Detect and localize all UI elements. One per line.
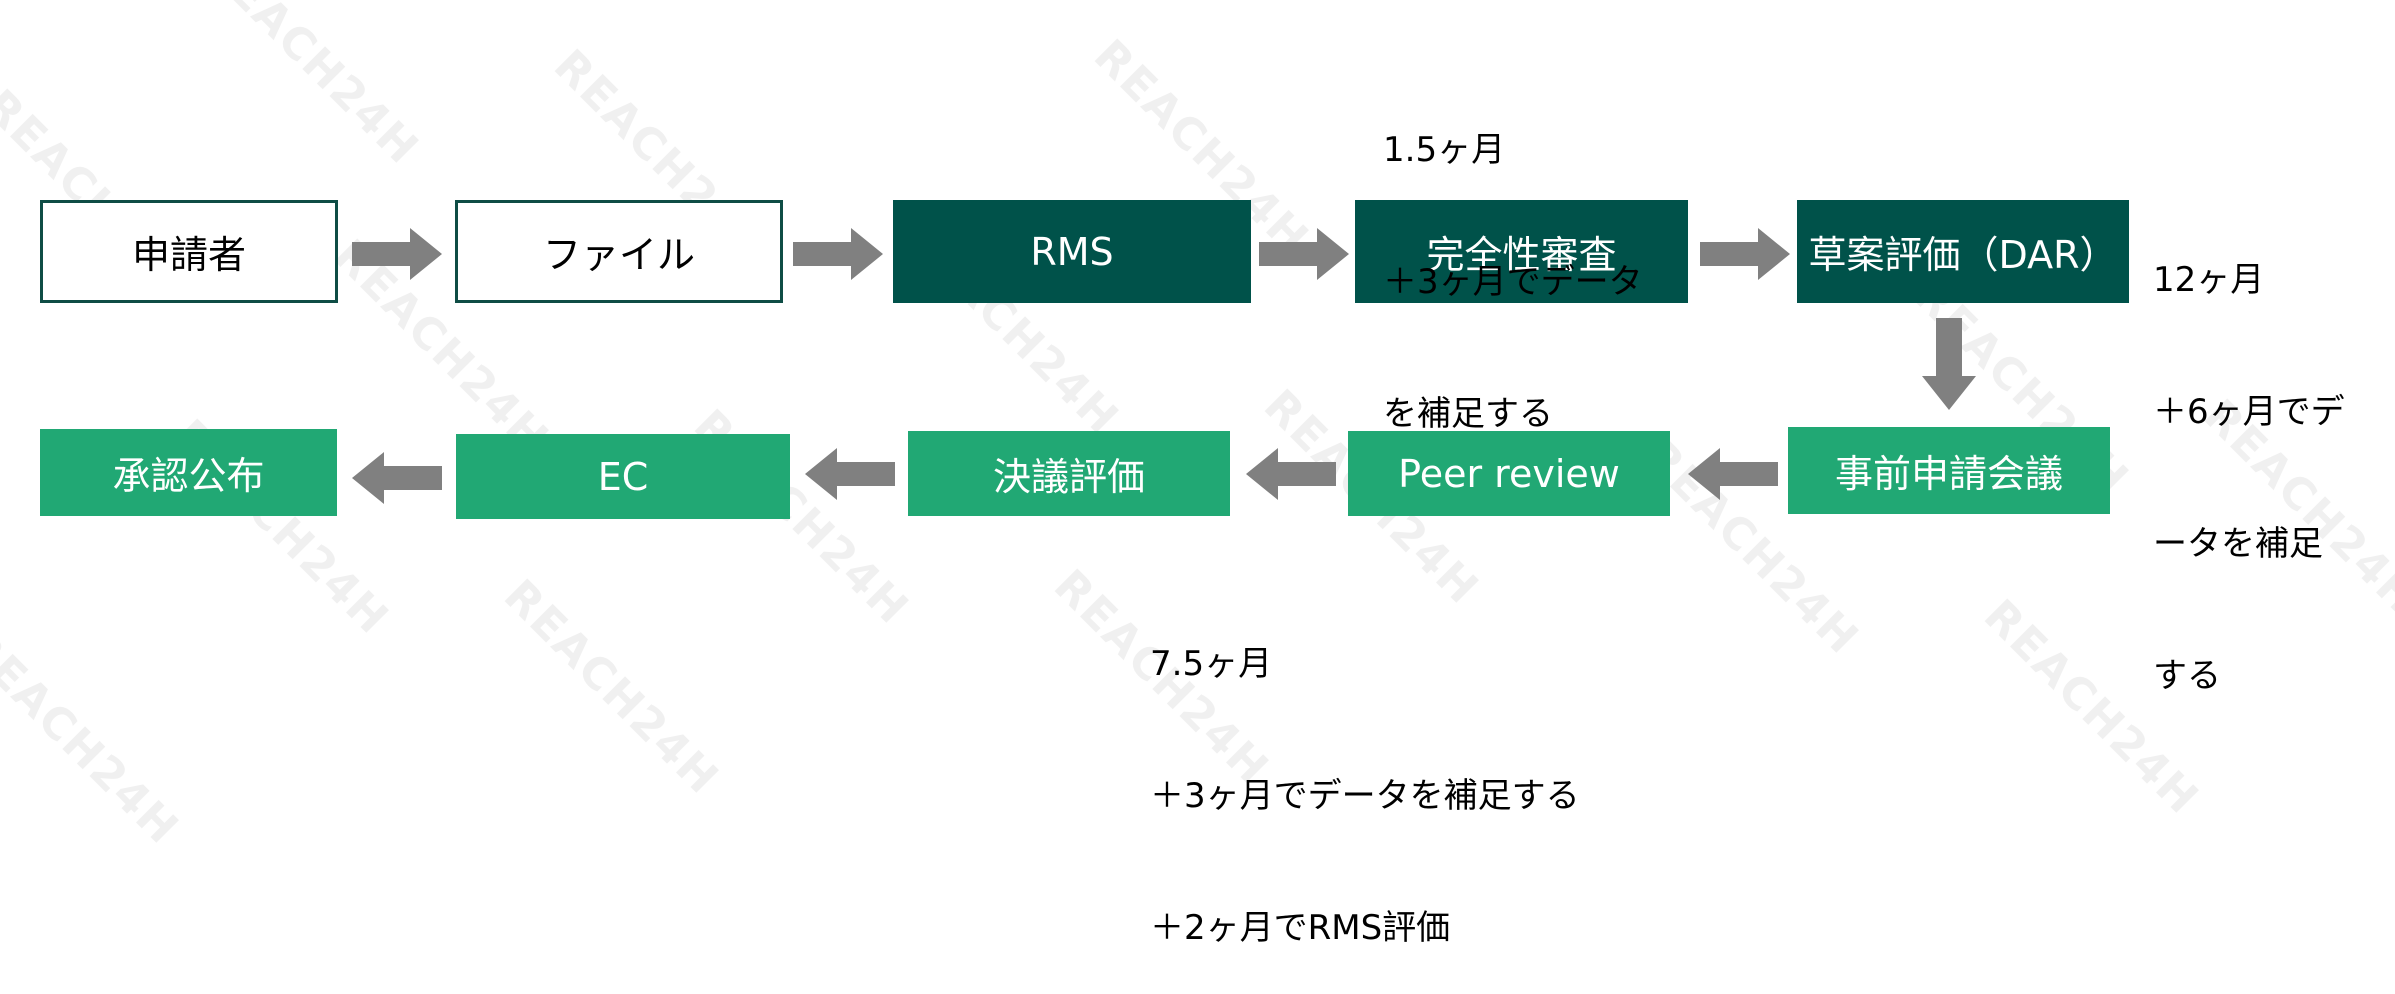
note-line: ＋2ヶ月でRMS評価 <box>1150 908 1451 948</box>
step-file: ファイル <box>455 200 783 303</box>
arrow-left-icon <box>1246 448 1336 500</box>
note-line: 7.5ヶ月 <box>1150 644 1273 684</box>
step-approval-publication: 承認公布 <box>40 429 337 516</box>
note-line: 1.5ヶ月 <box>1383 130 1506 170</box>
arrow-right-icon <box>352 228 442 280</box>
step-peer-review: Peer review <box>1348 431 1670 516</box>
arrow-right-icon <box>793 228 883 280</box>
note-completeness-duration: 1.5ヶ月 ＋3ヶ月でデータ を補足する <box>1383 40 1643 480</box>
step-pre-submission-meeting: 事前申請会議 <box>1788 427 2110 514</box>
note-line: 12ヶ月 <box>2153 260 2265 300</box>
arrow-right-icon <box>1700 228 1790 280</box>
note-dar-duration: 12ヶ月 ＋6ヶ月でデ ータを補足 する <box>2153 170 2345 742</box>
watermark: REACH24H <box>0 620 189 855</box>
arrow-left-icon <box>1688 448 1778 500</box>
watermark: REACH24H <box>493 570 729 805</box>
watermark: REACH24H <box>193 0 429 175</box>
note-line: ＋3ヶ月でデータを補足する <box>1150 776 1580 816</box>
arrow-right-icon <box>1259 228 1349 280</box>
step-applicant: 申請者 <box>40 200 338 303</box>
step-completeness-review: 完全性審査 <box>1355 200 1688 303</box>
step-draft-assessment: 草案評価（DAR） <box>1797 200 2129 303</box>
note-line: ＋3ヶ月でデータ <box>1383 262 1643 302</box>
note-peer-review-duration: 7.5ヶ月 ＋3ヶ月でデータを補足する ＋2ヶ月でRMS評価 <box>1150 554 1580 994</box>
note-line: ＋6ヶ月でデ <box>2153 392 2345 432</box>
arrow-left-icon <box>352 452 442 504</box>
note-line: ータを補足 <box>2153 524 2323 564</box>
arrow-left-icon <box>805 448 895 500</box>
step-ec: EC <box>456 434 790 519</box>
note-line: を補足する <box>1383 394 1553 434</box>
arrow-down-icon <box>1922 318 1976 410</box>
note-line: する <box>2153 656 2221 696</box>
step-resolution-assessment: 決議評価 <box>908 431 1230 516</box>
step-rms: RMS <box>893 200 1251 303</box>
